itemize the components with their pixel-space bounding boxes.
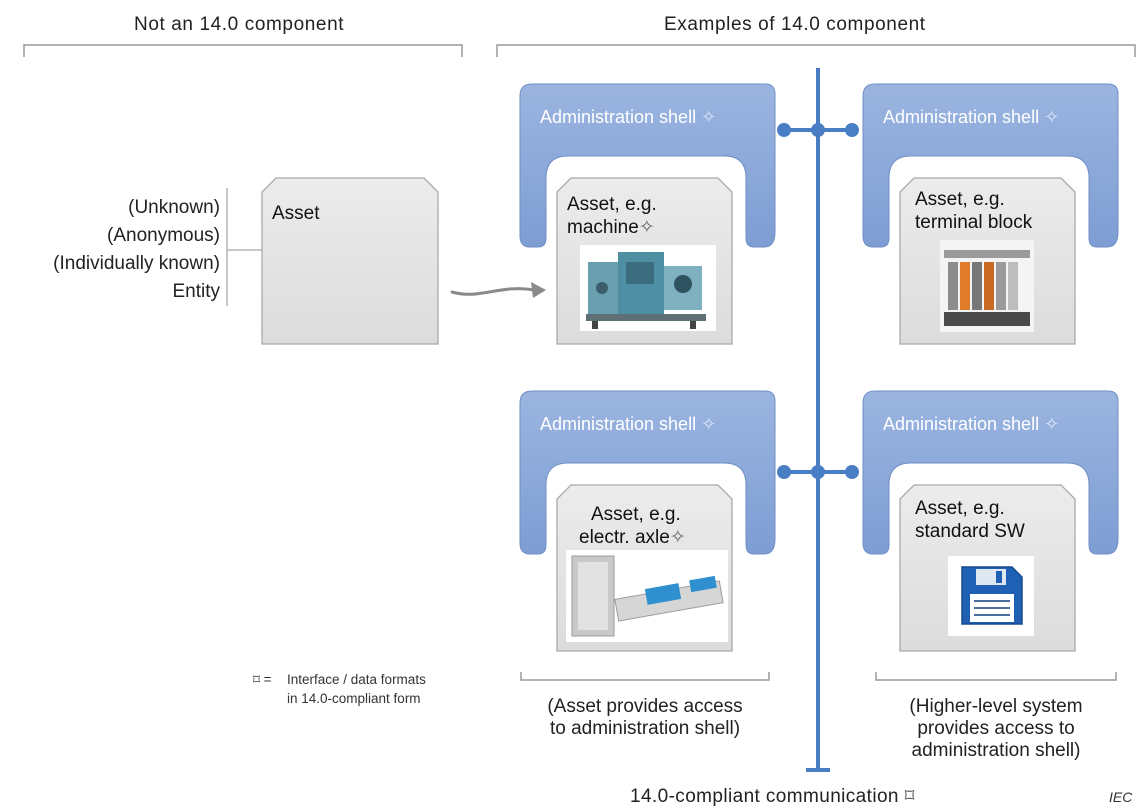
interface-mark-icon: ✧ <box>1044 414 1060 434</box>
shell-title-bottom-right: Administration shell ✧ <box>883 414 1059 435</box>
entity-state-entity: Entity <box>172 281 220 302</box>
entity-state-unknown: (Unknown) <box>128 197 220 218</box>
bus-connection-dots <box>777 123 859 479</box>
asset-label-electric-axle: Asset, e.g. electr. axle✧ <box>579 503 686 549</box>
transition-arrow <box>450 282 546 298</box>
asset-label-terminal-block: Asset, e.g. terminal block <box>915 188 1032 234</box>
entity-state-anonymous: (Anonymous) <box>107 225 220 246</box>
shell-title-top-left: Administration shell ✧ <box>540 107 716 128</box>
header-bracket-left <box>23 44 463 57</box>
interface-mark-icon: ✧ <box>701 414 717 434</box>
terminal-block-image <box>940 240 1034 332</box>
asset-label-line1: Asset, e.g. <box>567 194 657 215</box>
caption-higher-level-access: (Higher-level system provides access to … <box>876 696 1116 762</box>
interface-mark-icon: ✧ <box>669 527 686 548</box>
caption-bracket-left <box>520 672 770 681</box>
header-bracket-right <box>496 44 1136 57</box>
communication-bus <box>784 68 852 772</box>
interface-mark-icon: ✧ <box>701 107 717 127</box>
asset-label-line1: Asset, e.g. <box>915 498 1005 519</box>
caption-asset-access: (Asset provides access to administration… <box>520 696 770 740</box>
asset-label-line2: standard SW <box>915 521 1025 542</box>
machine-image <box>580 245 716 331</box>
entity-bracket <box>226 188 262 306</box>
communication-label: 14.0-compliant communication ⌑ <box>630 785 915 808</box>
caption-line: (Higher-level system <box>909 696 1083 717</box>
caption-line: to administration shell) <box>549 718 741 739</box>
entity-state-individually-known: (Individually known) <box>53 253 220 274</box>
legend-line1: Interface / data formats <box>287 672 426 687</box>
shell-title-top-right: Administration shell ✧ <box>883 107 1059 128</box>
source-label: IEC <box>1109 789 1133 805</box>
shell-title-text: Administration shell <box>540 107 697 127</box>
header-not-component: Not an 14.0 component <box>134 14 345 35</box>
caption-bracket-right <box>875 672 1117 681</box>
asset-label-line2: terminal block <box>915 212 1033 233</box>
interface-mark-icon: ⌑ <box>904 786 915 807</box>
interface-mark-icon: ✧ <box>1044 107 1060 127</box>
electric-axle-image <box>566 550 728 642</box>
plain-asset-label: Asset <box>272 203 320 224</box>
asset-label-machine: Asset, e.g. machine✧ <box>567 193 657 239</box>
shell-title-text: Administration shell <box>883 414 1040 434</box>
asset-label-standard-sw: Asset, e.g. standard SW <box>915 497 1025 543</box>
legend-symbol: ⌑ = <box>253 672 272 687</box>
admin-shell-bottom-left <box>519 390 776 555</box>
asset-label-line2: electr. axle✧ <box>579 526 686 549</box>
floppy-disk-image <box>948 556 1034 636</box>
asset-label-line1: Asset, e.g. <box>915 189 1005 210</box>
caption-line: (Asset provides access <box>547 696 743 717</box>
asset-type-text: electr. axle <box>579 527 670 548</box>
admin-shell-top-right <box>862 83 1119 248</box>
interface-mark-icon: ✧ <box>638 217 655 238</box>
shell-title-text: Administration shell <box>883 107 1040 127</box>
asset-type-text: machine <box>567 217 639 238</box>
legend: ⌑ = Interface / data formats in 14.0-comp… <box>253 670 426 708</box>
shell-title-bottom-left: Administration shell ✧ <box>540 414 716 435</box>
header-examples-component: Examples of 14.0 component <box>664 14 926 35</box>
shell-title-text: Administration shell <box>540 414 697 434</box>
asset-label-line1: Asset, e.g. <box>591 504 681 525</box>
entity-state-list: (Unknown) (Anonymous) (Individually know… <box>0 194 220 306</box>
admin-shell-top-left <box>519 83 776 248</box>
caption-line: provides access to <box>917 718 1075 739</box>
plain-asset-box <box>261 177 439 345</box>
legend-line2: in 14.0-compliant form <box>287 691 421 706</box>
communication-text: 14.0-compliant communication <box>630 786 899 807</box>
admin-shell-bottom-right <box>862 390 1119 555</box>
caption-line: administration shell) <box>911 740 1081 761</box>
asset-label-line2: machine✧ <box>567 216 657 239</box>
